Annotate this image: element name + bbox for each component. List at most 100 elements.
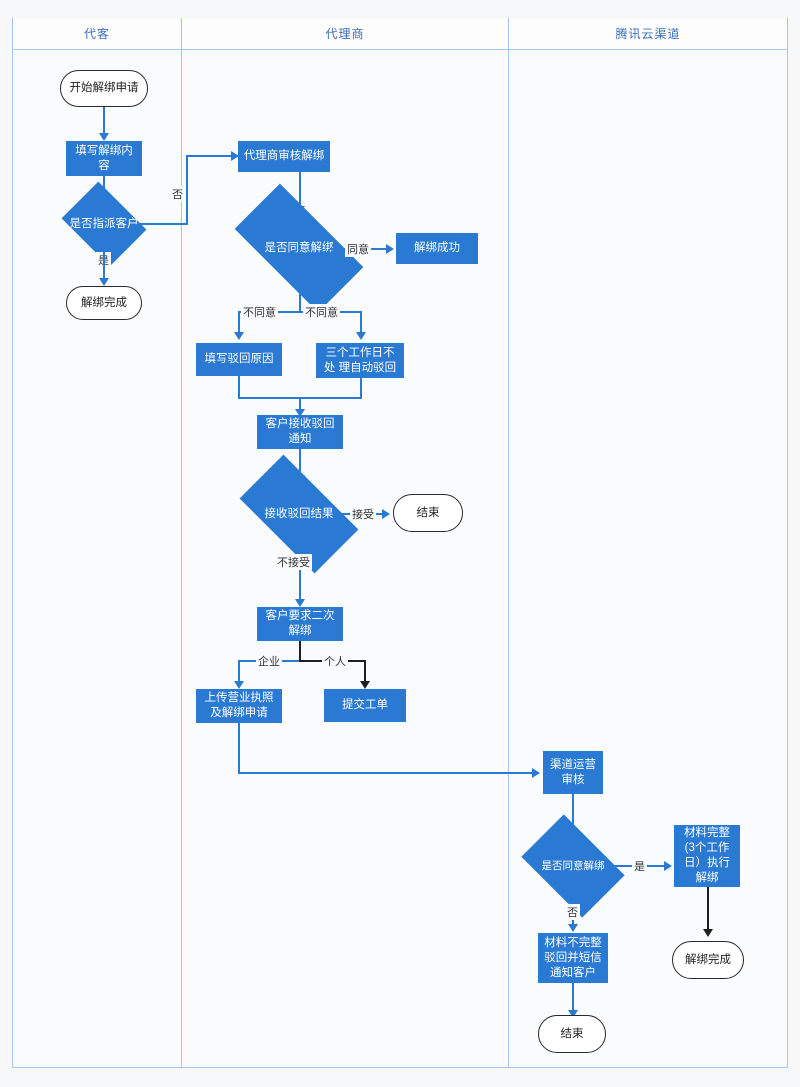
edge-second-split-v	[299, 641, 301, 661]
node-auto-reject[interactable]: 三个工作日不处 理自动驳回	[316, 343, 404, 378]
node-upload-license[interactable]: 上传营业执照 及解绑申请	[196, 689, 282, 723]
edge-assign-yes	[103, 250, 105, 282]
node-unbind-done-c3[interactable]: 解绑完成	[672, 941, 744, 979]
lane-label-customer: 代客	[83, 27, 110, 41]
arrowhead-right	[664, 861, 672, 871]
edge-not-accept	[299, 545, 301, 603]
edge-label-not-accept: 不接受	[275, 554, 312, 570]
edge-incomplete-to-end	[572, 983, 574, 1014]
edge-upload-to-channel	[238, 772, 534, 774]
node-second-unbind[interactable]: 客户要求二次 解绑	[257, 607, 343, 641]
edge-merge-down	[299, 397, 301, 412]
node-label: 解绑成功	[414, 242, 460, 254]
arrowhead-right	[231, 151, 239, 161]
edge-label-no-channel: 否	[565, 904, 580, 920]
node-label: 填写解绑内 容	[75, 144, 133, 172]
arrowhead-down	[568, 924, 578, 932]
node-channel-review[interactable]: 渠道运营 审核	[543, 751, 603, 794]
lane-label-agent: 代理商	[325, 27, 365, 41]
arrowhead-down	[703, 929, 713, 937]
node-unbind-success[interactable]: 解绑成功	[396, 233, 478, 264]
node-label: 三个工作日不处 理自动驳回	[323, 346, 397, 374]
node-end-c2[interactable]: 结束	[393, 494, 463, 532]
arrowhead-down	[356, 332, 366, 340]
edge-assign-no-v	[186, 155, 188, 224]
node-agree-unbind[interactable]: 是否同意解绑	[234, 183, 364, 313]
edge-start-to-fill	[103, 107, 105, 135]
lane-header-agent: 代理商	[182, 18, 508, 50]
node-label: 接收驳回结果	[264, 508, 334, 520]
node-submit-ticket[interactable]: 提交工单	[324, 689, 406, 722]
lane-label-tencent: 腾讯云渠道	[615, 27, 681, 41]
node-receive-result[interactable]: 接收驳回结果	[239, 454, 359, 574]
node-label: 解绑完成	[685, 953, 731, 966]
lane-divider-1	[181, 18, 182, 1068]
node-label: 上传营业执照 及解绑申请	[204, 692, 274, 719]
edge-receive-to-result	[299, 449, 301, 479]
lane-header-customer: 代客	[13, 18, 181, 50]
edge-label-yes-channel: 是	[632, 858, 647, 874]
arrowhead-right	[386, 244, 394, 254]
edge-merge-right-v	[360, 378, 362, 398]
edge-label-enterprise: 企业	[256, 653, 282, 669]
edge-to-ticket-v	[364, 660, 366, 684]
arrowhead-down	[568, 1010, 578, 1018]
lane-divider-2	[508, 18, 509, 1068]
arrowhead-down	[99, 278, 109, 286]
edge-review-to-agree	[299, 172, 301, 210]
node-label: 是否指派客户	[69, 218, 139, 230]
lane-header-tencent: 腾讯云渠道	[509, 18, 787, 50]
node-label: 是否同意解绑	[264, 242, 334, 254]
node-agent-review[interactable]: 代理商审核解绑	[238, 141, 330, 172]
node-fill-reject-reason[interactable]: 填写驳回原因	[196, 343, 282, 376]
node-customer-receive-reject[interactable]: 客户接收驳回 通知	[257, 415, 343, 449]
node-label: 提交工单	[342, 699, 388, 711]
edge-agree-no-h	[238, 311, 361, 313]
node-label: 填写驳回原因	[204, 353, 274, 365]
arrowhead-right	[382, 509, 390, 519]
edge-assign-no-h2	[186, 155, 235, 157]
edge-merge-left-v	[238, 376, 240, 398]
node-assign-customer[interactable]: 是否指派客户	[61, 181, 147, 267]
arrowhead-down	[234, 681, 244, 689]
node-start-apply[interactable]: 开始解绑申请	[60, 70, 148, 107]
edge-label-disagree-right: 不同意	[303, 304, 340, 320]
edge-upload-down	[238, 723, 240, 773]
node-label: 开始解绑申请	[69, 82, 139, 94]
node-label: 解绑完成	[81, 296, 127, 309]
edge-agree-no-v	[299, 280, 301, 312]
node-label: 渠道运营 审核	[550, 758, 596, 786]
edge-to-fill-reason	[238, 311, 240, 335]
node-unbind-done-c1[interactable]: 解绑完成	[66, 286, 142, 320]
node-label: 是否同意解绑	[541, 860, 605, 872]
edge-label-agree: 同意	[345, 241, 371, 257]
node-label: 客户接收驳回 通知	[265, 418, 335, 445]
node-fill-content[interactable]: 填写解绑内 容	[66, 141, 142, 176]
edge-label-individual: 个人	[322, 653, 348, 669]
edge-to-auto-reject	[360, 311, 362, 335]
node-label: 结束	[416, 506, 440, 519]
node-label: 结束	[560, 1027, 584, 1040]
arrowhead-down	[234, 332, 244, 340]
edge-channel-to-agree2	[572, 794, 574, 832]
edge-assign-no-h1	[138, 223, 188, 225]
edge-label-disagree-left: 不同意	[241, 304, 278, 320]
edge-label-no-assign: 否	[170, 186, 185, 202]
node-label: 材料不完整 驳回并短信 通知客户	[544, 936, 602, 979]
node-label: 代理商审核解绑	[243, 150, 325, 162]
edge-label-accept: 接受	[350, 506, 376, 522]
swimlane-frame	[12, 18, 788, 1068]
node-label: 材料完整 (3个工作 日）执行 解绑	[684, 827, 730, 884]
node-label: 客户要求二次 解绑	[265, 610, 335, 637]
arrowhead-right	[532, 768, 540, 778]
arrowhead-down	[360, 681, 370, 689]
node-material-incomplete[interactable]: 材料不完整 驳回并短信 通知客户	[538, 933, 608, 983]
edge-material-to-done	[707, 887, 709, 933]
node-agree-unbind-2[interactable]: 是否同意解绑	[521, 814, 625, 918]
edge-to-upload-v	[238, 660, 240, 684]
arrowhead-down	[295, 599, 305, 607]
arrowhead-down	[99, 133, 109, 141]
node-material-complete[interactable]: 材料完整 (3个工作 日）执行 解绑	[674, 825, 740, 887]
node-end-c3[interactable]: 结束	[538, 1015, 606, 1053]
